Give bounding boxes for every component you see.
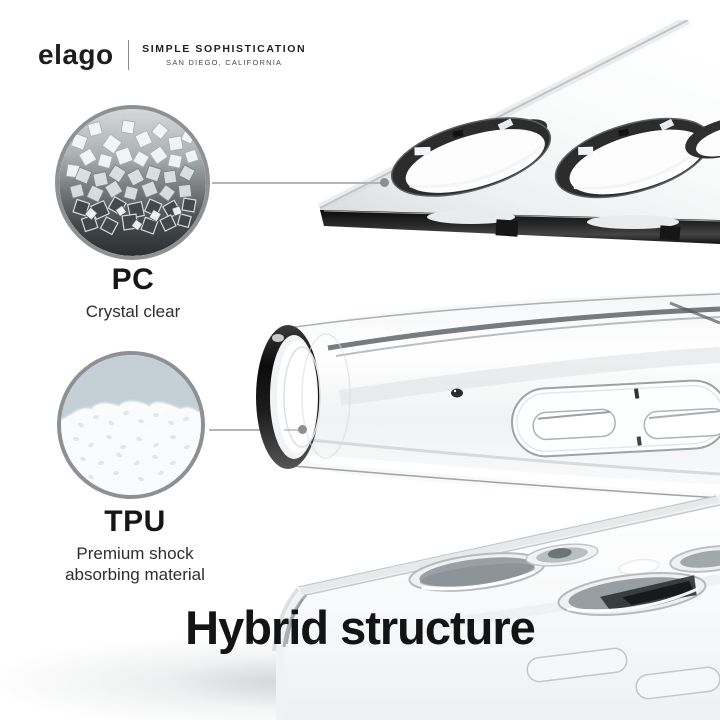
tpu-material-photo bbox=[57, 351, 205, 499]
camera-lenses bbox=[408, 543, 720, 616]
phone-in-case-image bbox=[270, 495, 720, 720]
tpu-leader-dot bbox=[298, 425, 307, 434]
tpu-label-block: TPU Premium shock absorbing material bbox=[35, 505, 235, 585]
brand-location: SAN DIEGO, CALIFORNIA bbox=[166, 58, 283, 67]
pc-back-plate-image bbox=[300, 20, 720, 255]
brand-tagline: SIMPLE SOPHISTICATION bbox=[142, 43, 307, 55]
brand-header: elago SIMPLE SOPHISTICATION SAN DIEGO, C… bbox=[38, 40, 306, 70]
page-title: Hybrid structure bbox=[185, 601, 536, 654]
pc-leader-dot bbox=[380, 178, 389, 187]
pc-leader-line bbox=[212, 182, 384, 184]
pc-material-photo bbox=[55, 105, 210, 260]
tpu-material-description-line1: Premium shock bbox=[76, 544, 194, 563]
tpu-leader-line bbox=[209, 429, 303, 431]
tpu-material-name: TPU bbox=[104, 505, 166, 538]
elago-logo: elago bbox=[38, 39, 114, 70]
pc-label-block: PC Crystal clear bbox=[33, 263, 233, 322]
tpu-material-description-line2: absorbing material bbox=[65, 565, 205, 584]
tpu-frame-image bbox=[240, 290, 720, 500]
brand-divider bbox=[127, 40, 130, 70]
pc-material-name: PC bbox=[111, 263, 155, 296]
pc-material-description: Crystal clear bbox=[85, 302, 181, 321]
